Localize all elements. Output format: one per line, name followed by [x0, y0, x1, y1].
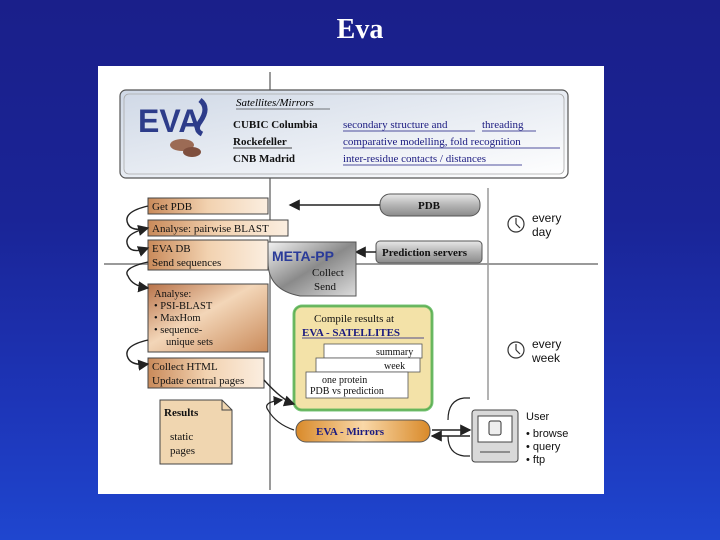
meta-pp-collect: Collect	[312, 267, 344, 279]
compile-line2: EVA - SATELLITES	[302, 327, 400, 339]
collect-html-box	[147, 357, 265, 389]
user-bracket	[447, 397, 470, 421]
mirrors-loop-arrow	[266, 396, 295, 431]
prediction-servers-label: Prediction servers	[382, 247, 468, 259]
analyse-box	[147, 283, 269, 353]
week-label: week	[384, 361, 405, 372]
analyse-line-3: • sequence-	[154, 325, 203, 336]
user-query: • query	[526, 441, 561, 453]
topic-comparative-modelling: comparative modelling, fold recognition	[343, 136, 521, 148]
results-title: Results	[164, 407, 199, 419]
meta-pp-title: META-PP	[272, 248, 334, 264]
collect-to-compile-arrow	[263, 379, 296, 407]
logo-swirl-icon	[194, 98, 208, 137]
analyse-line-1: • PSI-BLAST	[154, 301, 213, 312]
pairwise-blast-label: Analyse: pairwise BLAST	[152, 223, 269, 235]
meta-pp-send: Send	[314, 281, 337, 293]
user-title: User	[526, 411, 550, 423]
loop-arrow-4	[126, 339, 150, 371]
header-panel	[119, 89, 569, 179]
update-central-pages-label: Update central pages	[152, 375, 244, 387]
protein-card	[305, 371, 409, 399]
site-cubic-columbia: CUBIC Columbia	[233, 119, 318, 131]
every-day-line2: day	[532, 225, 551, 239]
site-cnb-madrid: CNB Madrid	[233, 153, 295, 165]
results-page	[159, 399, 233, 465]
topic-secondary-structure: secondary structure and	[343, 119, 448, 131]
analyse-line-0: Analyse:	[154, 289, 191, 300]
pdb-vs-prediction-label: PDB vs prediction	[310, 386, 384, 397]
every-day-line1: every	[532, 211, 561, 225]
eva-mirrors-box	[295, 419, 431, 443]
compile-line1: Compile results at	[314, 313, 394, 325]
topic-inter-residue: inter-residue contacts / distances	[343, 153, 486, 165]
user-browse: • browse	[526, 428, 568, 440]
loop-arrow-2	[126, 227, 150, 257]
site-rockefeller: Rockefeller	[233, 136, 287, 148]
every-week-line1: every	[532, 337, 561, 351]
eva-db-label: EVA DB	[152, 243, 191, 255]
slide-title: Eva	[336, 14, 384, 45]
results-static: static	[170, 431, 193, 443]
loop-arrow-3	[126, 261, 150, 293]
satellites-heading: Satellites/Mirrors	[236, 97, 314, 109]
analyse-line-4: unique sets	[166, 337, 213, 348]
user-ftp: • ftp	[526, 454, 545, 466]
collect-html-label: Collect HTML	[152, 361, 218, 373]
eva-logo: EVA	[138, 103, 201, 139]
pdb-label: PDB	[418, 200, 441, 212]
send-sequences-label: Send sequences	[152, 257, 221, 269]
analyse-line-2: • MaxHom	[154, 313, 201, 324]
meta-pp-box	[267, 241, 357, 297]
results-pages: pages	[170, 445, 195, 457]
every-week-line2: week	[531, 351, 561, 365]
eva-mirrors-label: EVA - Mirrors	[316, 426, 385, 438]
topic-threading: threading	[482, 119, 524, 131]
loop-arrow-1	[126, 205, 150, 236]
summary-label: summary	[376, 347, 413, 358]
eva-db-box	[147, 239, 269, 271]
one-protein-label: one protein	[322, 375, 367, 386]
get-pdb-label: Get PDB	[152, 201, 192, 213]
